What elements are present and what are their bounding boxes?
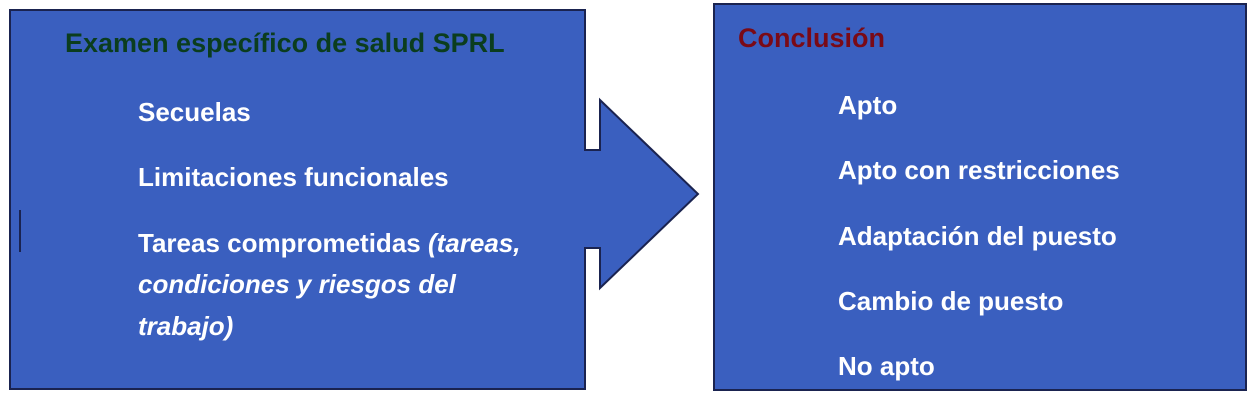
left-item-limitaciones: Limitaciones funcionales xyxy=(138,162,449,192)
right-item-cambio: Cambio de puesto xyxy=(838,286,1064,316)
left-arrow-box xyxy=(9,9,700,390)
text-cursor-marker xyxy=(19,210,21,252)
tareas-italic-line1: (tareas, xyxy=(427,228,521,258)
left-item-tareas-line2: condiciones y riesgos del xyxy=(138,269,456,299)
left-item-secuelas: Secuelas xyxy=(138,97,251,127)
left-box-title: Examen específico de salud SPRL xyxy=(65,28,505,58)
tareas-normal-text: Tareas comprometidas xyxy=(138,228,428,258)
left-item-tareas-line3: trabajo) xyxy=(138,311,234,341)
right-item-apto-restricciones: Apto con restricciones xyxy=(838,155,1120,185)
left-item-tareas-line1: Tareas comprometidas (tareas, xyxy=(138,228,520,259)
right-item-apto: Apto xyxy=(838,90,898,120)
right-box xyxy=(713,3,1247,391)
right-item-adaptacion: Adaptación del puesto xyxy=(838,221,1117,251)
right-box-title: Conclusión xyxy=(738,23,885,53)
right-item-no-apto: No apto xyxy=(838,351,935,381)
